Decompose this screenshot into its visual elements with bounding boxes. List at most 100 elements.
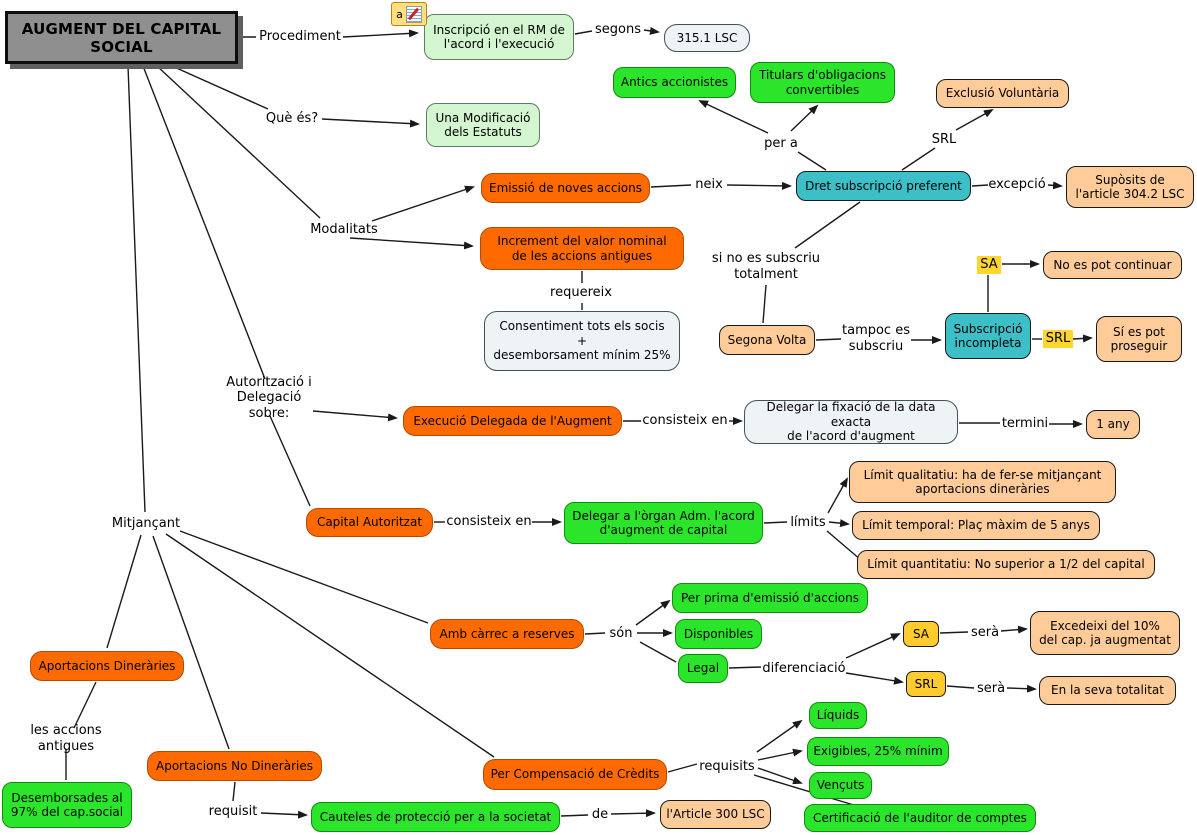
edge-line <box>232 781 236 802</box>
consentiment-socis[interactable]: Consentiment tots els socis + desemborsa… <box>484 311 680 371</box>
link-de: de <box>591 807 609 823</box>
link-per-a: per a <box>764 136 798 152</box>
link-sa-highlight: SA <box>977 256 1001 274</box>
edge-line <box>349 237 474 250</box>
note-paper-icon <box>405 5 422 23</box>
un-any[interactable]: 1 any <box>1086 410 1140 439</box>
edge-line <box>643 26 660 35</box>
capital-autoritzat[interactable]: Capital Autoritzat <box>306 508 433 537</box>
link-tampoc-subscriu: tampoc es subscriu <box>842 323 910 354</box>
edge-line <box>179 530 429 624</box>
link-requereix: requereix <box>550 285 612 301</box>
modificacio-estatuts[interactable]: Una Modificació dels Estatuts <box>426 103 540 147</box>
edge-line <box>165 533 495 758</box>
amb-carrec-reserves[interactable]: Amb càrrec a reserves <box>430 619 584 649</box>
desemborsades-97[interactable]: Desemborsades al 97% del cap.social <box>2 782 132 828</box>
link-consisteix-en-1: consisteix en <box>642 413 728 429</box>
increment-valor-nominal[interactable]: Increment del valor nominal de les accio… <box>480 227 684 270</box>
lsc-315[interactable]: 315.1 LSC <box>664 24 750 52</box>
sa-box[interactable]: SA <box>903 621 939 647</box>
edge-line <box>127 65 146 513</box>
edge-line <box>756 719 803 753</box>
link-requisit: requisit <box>208 804 258 820</box>
edge-line <box>73 681 97 729</box>
edge-line <box>762 284 767 324</box>
main-topic[interactable]: AUGMENT DEL CAPITAL SOCIAL <box>5 11 238 64</box>
link-procediment: Procediment <box>259 29 341 45</box>
edge-line <box>790 104 819 132</box>
edge-line <box>142 65 266 380</box>
disponibles[interactable]: Disponibles <box>675 619 762 649</box>
limit-qualitatiu[interactable]: Límit qualitatiu: ha de fer-se mitjançan… <box>849 461 1116 503</box>
edge-line <box>1072 334 1093 343</box>
link-srl-top: SRL <box>931 132 957 148</box>
excedeixi-10[interactable]: Excedeixi del 10% del cap. ja augmentat <box>1030 611 1180 655</box>
edge-line <box>1006 684 1037 693</box>
suposits-304[interactable]: Supòsits de l'article 304.2 LSC <box>1066 166 1194 208</box>
emissio-noves-accions[interactable]: Emissió de noves accions <box>481 173 650 203</box>
link-consisteix-en-2: consisteix en <box>446 514 532 530</box>
link-sera-sa: serà <box>970 625 1000 641</box>
annotation-letter: a <box>396 7 403 21</box>
article-300[interactable]: l'Article 300 LSC <box>660 800 771 829</box>
link-sera-srl: serà <box>976 681 1006 697</box>
link-excepcio: excepció <box>988 177 1046 193</box>
certificacio-auditor[interactable]: Certificació de l'auditor de comptes <box>804 804 1036 832</box>
antics-accionistes[interactable]: Antics accionistes <box>613 67 736 98</box>
cauteles-proteccio[interactable]: Cauteles de protecció per a la societat <box>311 802 560 832</box>
delegar-fixacio-data[interactable]: Delegar la fixació de la data exacta de … <box>744 400 958 444</box>
edge-line <box>584 632 606 635</box>
link-limits: límits <box>790 515 826 531</box>
exigibles[interactable]: Exigibles, 25% mínim <box>807 737 949 766</box>
per-compensacio-credits[interactable]: Per Compensació de Crèdits <box>483 759 667 790</box>
delegar-organ-adm[interactable]: Delegar a l'òrgan Adm. l'acord d'augment… <box>564 502 763 544</box>
si-es-pot-proseguir[interactable]: Sí es pot proseguir <box>1096 316 1182 362</box>
edge-line <box>753 774 858 807</box>
edge-line <box>971 184 989 187</box>
liquids[interactable]: Líquids <box>809 702 867 729</box>
edge-line <box>797 151 827 171</box>
en-la-seva-totalitat[interactable]: En la seva totalitat <box>1039 676 1176 705</box>
limit-quantitatiu[interactable]: Límit quantitatiu: No superior a 1/2 del… <box>857 550 1155 579</box>
exclusio-voluntaria[interactable]: Exclusió Voluntària <box>936 79 1069 108</box>
no-es-pot-continuar[interactable]: No es pot continuar <box>1043 251 1182 279</box>
segona-volta[interactable]: Segona Volta <box>719 325 815 355</box>
link-son: són <box>609 626 633 642</box>
edge-line <box>260 810 308 819</box>
link-mitjancant: Mitjançant <box>111 516 181 532</box>
edge-line <box>763 521 788 524</box>
edge-line <box>827 477 848 514</box>
edge-line <box>845 633 901 659</box>
aportacions-no-dineraries[interactable]: Aportacions No Dineràries <box>147 751 322 781</box>
edge-line <box>560 814 589 817</box>
edge-line <box>171 65 269 110</box>
execucio-delegada[interactable]: Execució Delegada de l'Augment <box>403 406 622 436</box>
link-modalitats: Modalitats <box>310 222 378 238</box>
subscripcio-incompleta[interactable]: Subscripció incompleta <box>945 313 1031 359</box>
annotation-icon[interactable]: a <box>391 2 427 26</box>
limit-temporal[interactable]: Límit temporal: Plaç màxim de 5 anys <box>852 511 1100 540</box>
edge-line <box>1047 181 1063 190</box>
edge-line <box>321 118 420 128</box>
edge-line <box>610 809 656 818</box>
edge-line <box>152 535 230 750</box>
link-autoritzacio: Autorització i Delegació sobre: <box>226 374 312 421</box>
aportacions-dineraries[interactable]: Aportacions Dineràries <box>30 651 184 681</box>
edge-line <box>342 29 419 38</box>
dret-subscripcio-preferent[interactable]: Dret subscripció preferent <box>796 171 971 201</box>
link-accions-antigues: les accions antigues <box>30 723 102 754</box>
edge-line <box>371 185 475 222</box>
edge-line <box>639 641 677 663</box>
titulars-obligacions[interactable]: Titulars d'obligacions convertibles <box>750 62 895 103</box>
per-prima-emissio[interactable]: Per prima d'emissió d'accions <box>672 583 868 613</box>
inscripcio-rm[interactable]: Inscripció en el RM de l'acord i l'execu… <box>424 14 574 60</box>
edge-line <box>757 748 803 761</box>
edge-line <box>939 631 969 634</box>
srl-box[interactable]: SRL <box>906 671 946 697</box>
legal[interactable]: Legal <box>678 654 728 683</box>
edge-line <box>845 672 904 685</box>
edge-line <box>955 109 994 131</box>
link-diferenciacio: diferenciació <box>762 661 846 677</box>
vencuts[interactable]: Vençuts <box>809 772 872 799</box>
